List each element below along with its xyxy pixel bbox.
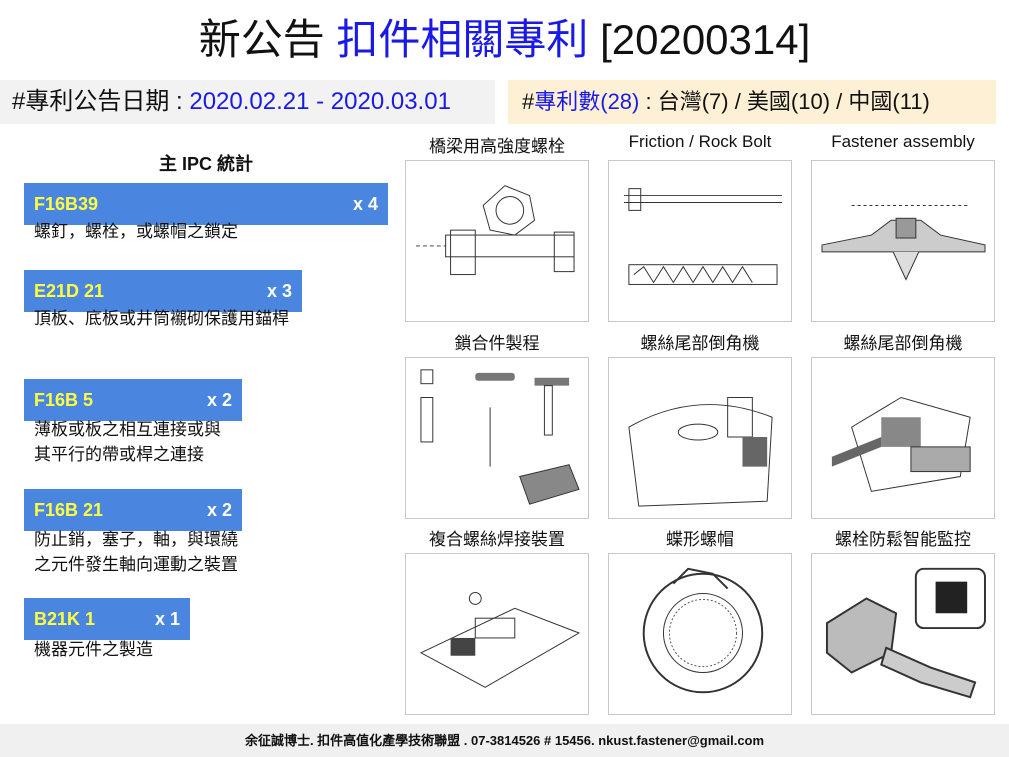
count-prefix: # bbox=[522, 89, 535, 114]
patent-title: 鎖合件製程 bbox=[454, 334, 540, 353]
patent-title: 螺絲尾部倒角機 bbox=[843, 334, 963, 353]
patent-drawing-image bbox=[419, 592, 581, 688]
ipc-code: B21K 1 bbox=[34, 608, 96, 629]
ipc-count: x 2 bbox=[206, 389, 232, 410]
patent-drawing-image bbox=[628, 397, 773, 507]
patent-drawing-image bbox=[642, 567, 764, 694]
ipc-description: 其平行的帶或桿之連接 bbox=[34, 445, 204, 464]
patent-drawing bbox=[811, 357, 995, 519]
ipc-description: 之元件發生軸向運動之裝置 bbox=[34, 555, 238, 574]
patent-drawing bbox=[405, 357, 589, 519]
patent-drawing bbox=[608, 357, 792, 519]
patent-title: Friction / Rock Bolt bbox=[628, 132, 772, 151]
patent-drawing-image bbox=[420, 369, 580, 505]
title-date: [20200314] bbox=[600, 16, 811, 63]
ipc-bar: F16B39 x 4 bbox=[24, 183, 388, 225]
date-label: #專利公告日期 : bbox=[12, 88, 190, 115]
patent-drawing-image bbox=[416, 185, 575, 276]
patent-drawing-image bbox=[623, 188, 782, 285]
patent-count-band: #專利數(28) : 台灣(7) / 美國(10) / 中國(11) bbox=[508, 80, 996, 124]
ipc-description: 防止銷，塞子，軸，與環繞 bbox=[34, 530, 238, 549]
date-range: 2020.02.21 - 2020.03.01 bbox=[189, 88, 451, 115]
patent-title: 螺栓防鬆智能監控 bbox=[835, 530, 971, 549]
patent-drawing bbox=[405, 553, 589, 715]
patent-title: 複合螺絲焊接裝置 bbox=[429, 530, 565, 549]
patent-title: 螺絲尾部倒角機 bbox=[640, 334, 760, 353]
patent-drawing-image bbox=[825, 567, 986, 699]
title-main: 扣件相關專利 bbox=[336, 16, 589, 63]
patent-drawing bbox=[811, 553, 995, 715]
patent-title: 橋梁用高強度螺栓 bbox=[429, 137, 565, 156]
count-detail: : 台灣(7) / 美國(10) / 中國(11) bbox=[639, 89, 930, 114]
ipc-description: 螺釘，螺栓，或螺帽之鎖定 bbox=[34, 222, 238, 241]
ipc-description: 機器元件之製造 bbox=[34, 640, 153, 659]
patent-drawing bbox=[405, 160, 589, 322]
title-prefix: 新公告 bbox=[198, 16, 325, 63]
ipc-description: 薄板或板之相互連接或與 bbox=[34, 420, 221, 439]
ipc-bar: E21D 21 x 3 bbox=[24, 270, 302, 312]
ipc-count: x 2 bbox=[206, 499, 232, 520]
patent-title: Fastener assembly bbox=[831, 132, 975, 151]
ipc-code: E21D 21 bbox=[34, 280, 105, 301]
ipc-count: x 1 bbox=[154, 608, 180, 629]
ipc-code: F16B 21 bbox=[34, 499, 104, 520]
ipc-bar: F16B 5 x 2 bbox=[24, 379, 242, 421]
patent-drawing-image bbox=[821, 204, 986, 281]
ipc-stats-title: 主 IPC 統計 bbox=[158, 154, 253, 174]
count-label: 專利數(28) bbox=[534, 89, 640, 114]
ipc-count: x 4 bbox=[352, 193, 378, 214]
announcement-date-band: #專利公告日期 : 2020.02.21 - 2020.03.01 bbox=[0, 80, 495, 124]
patent-drawing bbox=[608, 553, 792, 715]
patent-drawing bbox=[811, 160, 995, 322]
page-title: 新公告 扣件相關專利 [20200314] bbox=[0, 6, 1009, 67]
ipc-description: 頂板、底板或井筒襯砌保護用錨桿 bbox=[34, 309, 289, 328]
patent-drawing-image bbox=[831, 396, 971, 492]
ipc-bar: B21K 1 x 1 bbox=[24, 598, 190, 640]
ipc-bar: F16B 21 x 2 bbox=[24, 489, 242, 531]
footer: 余征誠博士. 扣件高值化產學技術聯盟 . 07-3814526 # 15456.… bbox=[0, 724, 1009, 757]
ipc-code: F16B 5 bbox=[34, 389, 94, 410]
patent-drawing bbox=[608, 160, 792, 322]
patent-title: 蝶形螺帽 bbox=[666, 530, 734, 549]
ipc-count: x 3 bbox=[266, 280, 292, 301]
ipc-code: F16B39 bbox=[34, 193, 99, 214]
